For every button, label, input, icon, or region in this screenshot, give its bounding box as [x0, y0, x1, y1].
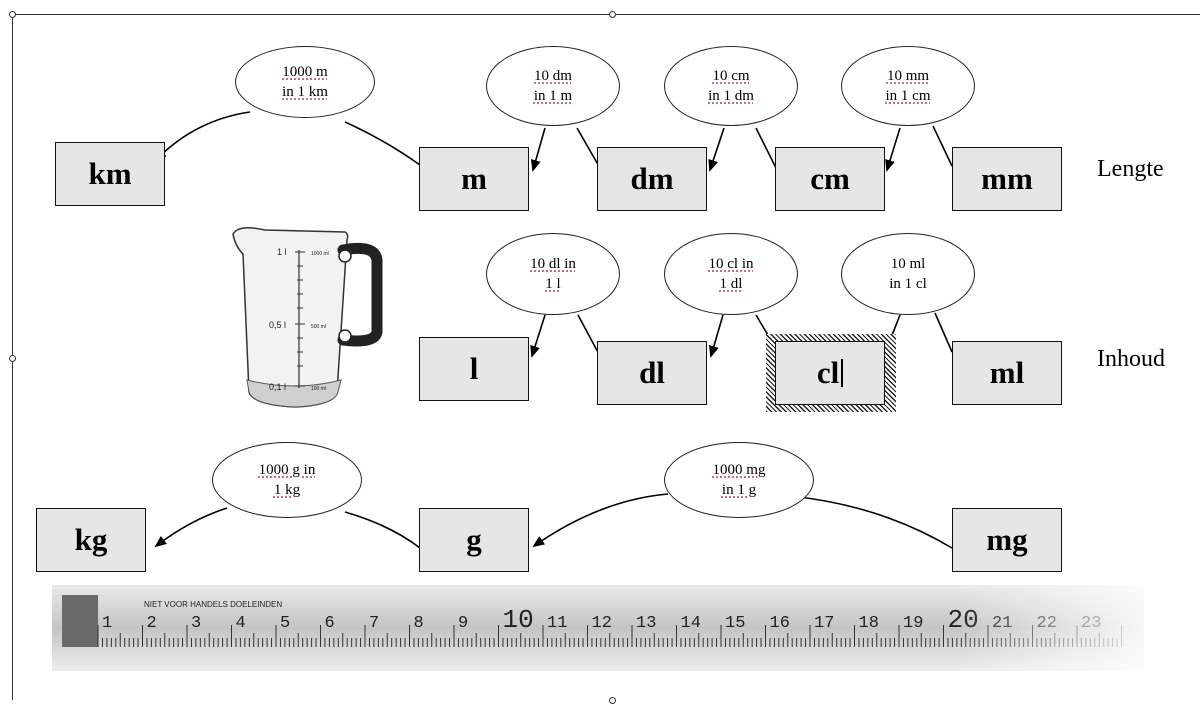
conversion-bubble-kg-g: 1000 g in 1 kg: [212, 442, 362, 518]
line-bubble-to-ml: [935, 313, 952, 352]
jug-label-500ml: 500 ml: [311, 324, 326, 330]
conversion-bubble-km-m: 1000 m in 1 km: [235, 46, 375, 118]
ruler-number-12: 12: [592, 614, 612, 633]
ruler-number-18: 18: [859, 614, 879, 633]
conversion-bubble-g-mg: 1000 mg in 1 g: [664, 442, 814, 518]
unit-box-g[interactable]: g: [419, 508, 529, 572]
arrow-m-to-km: [156, 112, 250, 160]
conversion-bubble-cm-mm: 10 mm in 1 cm: [841, 46, 975, 126]
unit-box-cl-selected[interactable]: cl: [775, 341, 885, 405]
arrow-dm-to-m: [533, 128, 545, 170]
unit-box-mg[interactable]: mg: [952, 508, 1062, 572]
ruler-number-16: 16: [770, 614, 790, 633]
unit-box-m[interactable]: m: [419, 147, 529, 211]
conversion-bubble-m-dm: 10 dm in 1 m: [486, 46, 620, 126]
ruler-number-3: 3: [191, 614, 201, 633]
arrow-mg-to-g: [534, 494, 668, 546]
ruler-number-13: 13: [636, 614, 656, 633]
ruler-number-1: 1: [102, 614, 112, 633]
ruler-number-19: 19: [903, 614, 923, 633]
unit-box-dm[interactable]: dm: [597, 147, 707, 211]
line-bubble-to-mg: [790, 496, 952, 548]
ruler-number-15: 15: [725, 614, 745, 633]
jug-label-1l: 1 l: [277, 247, 287, 257]
ruler-number-5: 5: [280, 614, 290, 633]
row-label-volume: Inhoud: [1097, 346, 1165, 373]
ruler-number-4: 4: [236, 614, 246, 633]
jug-label-1000ml: 1000 ml: [311, 251, 329, 257]
line-bubble-to-m: [345, 122, 420, 165]
unit-box-ml[interactable]: ml: [952, 341, 1062, 405]
unit-box-dl[interactable]: dl: [597, 341, 707, 405]
ruler-number-6: 6: [325, 614, 335, 633]
unit-box-l[interactable]: l: [419, 337, 529, 401]
text-cursor: [841, 359, 843, 387]
arrow-cm-to-dm: [710, 128, 724, 170]
unit-box-mm[interactable]: mm: [952, 147, 1062, 211]
jug-label-tenth-liter: 0,1 l: [269, 382, 286, 392]
unit-box-cm[interactable]: cm: [775, 147, 885, 211]
jug-label-100ml: 100 ml: [311, 386, 326, 392]
ruler-number-17: 17: [814, 614, 834, 633]
ruler-metal-cap: [62, 595, 98, 647]
ruler-number-11: 11: [547, 614, 567, 633]
arrow-dl-to-l: [532, 315, 545, 356]
unit-box-cl-label[interactable]: cl: [817, 355, 839, 391]
arrow-mm-to-cm: [887, 128, 900, 170]
ruler-number-7: 7: [369, 614, 379, 633]
row-label-length: Lengte: [1097, 156, 1164, 183]
line-bubble-to-mm: [933, 126, 952, 166]
arrow-g-to-kg: [156, 508, 227, 546]
unit-box-km[interactable]: km: [55, 142, 165, 206]
ruler-number-8: 8: [414, 614, 424, 633]
measuring-jug-image: 1 l 1000 ml 0,5 l 500 ml 0,1 l 100 ml: [225, 220, 385, 415]
line-bubble-to-g: [345, 512, 420, 548]
conversion-bubble-cl-ml: 10 ml in 1 cl: [841, 233, 975, 315]
conversion-bubble-dl-cl: 10 cl in 1 dl: [664, 233, 798, 315]
jug-label-half-liter: 0,5 l: [269, 320, 286, 330]
ruler-number-9: 9: [458, 614, 468, 633]
ruler-number-14: 14: [681, 614, 701, 633]
arrow-cl-to-dl: [711, 315, 723, 356]
conversion-bubble-dm-cm: 10 cm in 1 dm: [664, 46, 798, 126]
ruler-number-10: 10: [503, 605, 534, 635]
unit-box-kg[interactable]: kg: [36, 508, 146, 572]
line-bubble-to-cm: [756, 128, 776, 168]
conversion-bubble-l-dl: 10 dl in 1 l: [486, 233, 620, 315]
ruler-number-2: 2: [147, 614, 157, 633]
ruler-caption: NIET VOOR HANDELS DOELEINDEN: [144, 600, 282, 609]
